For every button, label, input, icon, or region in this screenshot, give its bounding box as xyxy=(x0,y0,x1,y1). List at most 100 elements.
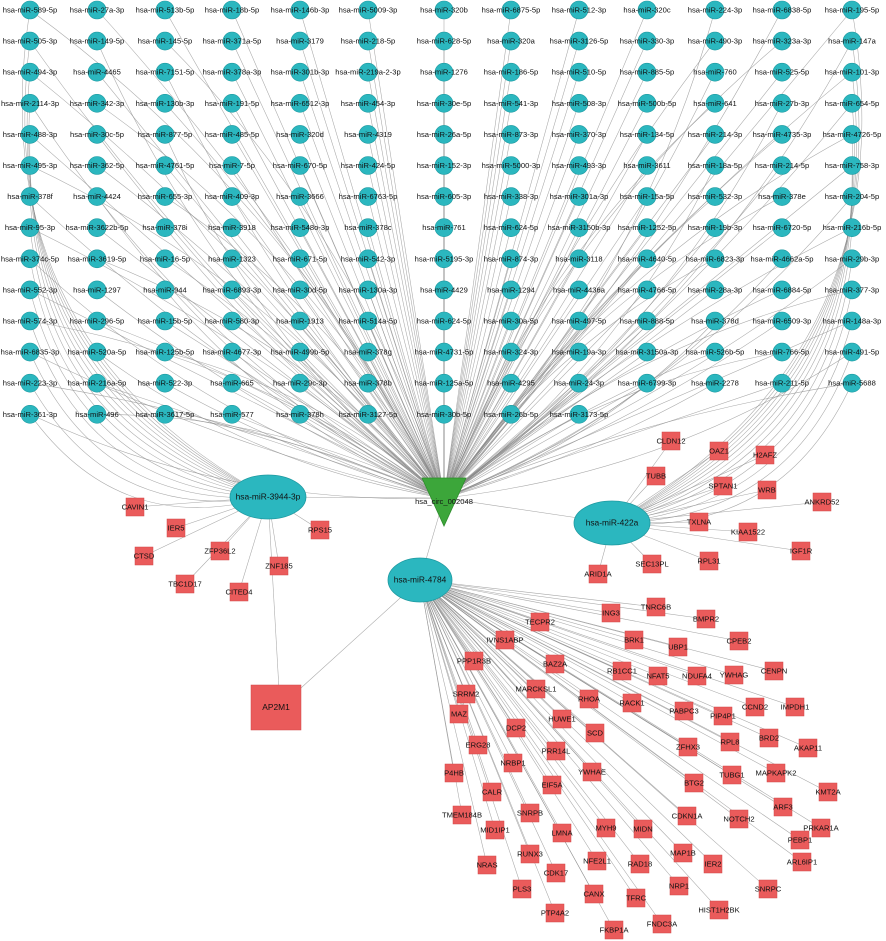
gene-node-brk1[interactable] xyxy=(624,630,644,650)
mirna-node-hsa-mir-513b-5p[interactable] xyxy=(155,0,175,20)
gene-node-akap11[interactable] xyxy=(798,738,818,758)
mirna-node-hsa-mir-548o-3p[interactable] xyxy=(290,218,310,237)
gene-node-notch2[interactable] xyxy=(729,809,749,829)
mirna-node-hsa-mir-6893-3p[interactable] xyxy=(222,280,242,300)
mirna-node-hsa-mir-3918[interactable] xyxy=(222,218,242,237)
mirna-node-hsa-mir-496[interactable] xyxy=(87,404,107,424)
mirna-node-hsa-mir-6875-5p[interactable] xyxy=(501,0,521,20)
gene-node-ivns1abp[interactable] xyxy=(495,630,515,650)
mirna-node-hsa-mir-152-3p[interactable] xyxy=(434,156,454,175)
mirna-node-hsa-mir-223-3p[interactable] xyxy=(20,373,40,393)
mirna-node-hsa-mir-525-5p[interactable] xyxy=(772,62,792,82)
gene-node-tmem184b[interactable] xyxy=(452,805,472,825)
gene-node-cpeb2[interactable] xyxy=(729,631,749,651)
mirna-node-hsa-mir-320c[interactable] xyxy=(637,0,657,20)
mirna-node-hsa-mir-6512-3p[interactable] xyxy=(290,94,310,113)
mirna-node-hsa-mir-3126-5p[interactable] xyxy=(569,31,589,51)
mirna-node-hsa-mir-378h[interactable] xyxy=(290,404,310,424)
mirna-node-hsa-mir-505-3p[interactable] xyxy=(20,31,40,51)
mirna-node-hsa-mir-125a-5p[interactable] xyxy=(434,373,454,393)
mirna-node-hsa-mir-6823-3p[interactable] xyxy=(705,249,725,269)
mirna-node-hsa-mir-526b-5p[interactable] xyxy=(705,342,725,362)
mirna-node-hsa-mir-378i[interactable] xyxy=(155,218,175,237)
mirna-node-hsa-mir-6763-5p[interactable] xyxy=(358,187,378,206)
gene-node-nras[interactable] xyxy=(477,855,497,875)
mirna-node-hsa-mir-324-3p[interactable] xyxy=(501,342,521,362)
mirna-node-hsa-mir-624-5p[interactable] xyxy=(434,311,454,331)
gene-node-rps15[interactable] xyxy=(310,520,330,540)
gene-node-tnrc6b[interactable] xyxy=(646,597,666,617)
mirna-node-hsa-mir-320d[interactable] xyxy=(290,125,310,144)
mirna-node-hsa-mir-4424[interactable] xyxy=(87,187,107,206)
gene-node-snrpc[interactable] xyxy=(758,879,778,899)
mirna-node-hsa-mir-5000-3p[interactable] xyxy=(501,156,521,175)
mirna-node-hsa-mir-130a-3p[interactable] xyxy=(358,280,378,300)
mirna-node-hsa-mir-378e[interactable] xyxy=(772,187,792,206)
gene-node-kiaa1522[interactable] xyxy=(738,522,758,542)
gene-node-zfp36l2[interactable] xyxy=(210,541,230,561)
mirna-node-hsa-mir-320a[interactable] xyxy=(501,31,521,51)
mirna-node-hsa-mir-485-5p[interactable] xyxy=(222,125,242,144)
mirna-node-hsa-mir-6835-3p[interactable] xyxy=(20,342,40,362)
mirna-node-hsa-mir-3617-5p[interactable] xyxy=(155,404,175,424)
gene-node-kmt2a[interactable] xyxy=(818,782,838,802)
mirna-node-hsa-mir-605-3p[interactable] xyxy=(434,187,454,206)
mirna-node-hsa-mir-1323[interactable] xyxy=(222,249,242,269)
gene-node-canx[interactable] xyxy=(584,884,604,904)
gene-node-arf3[interactable] xyxy=(773,797,793,817)
gene-node-pip4p1[interactable] xyxy=(713,706,733,726)
mirna-node-hsa-mir-6509-3p[interactable] xyxy=(772,311,792,331)
mirna-node-hsa-mir-3118[interactable] xyxy=(569,249,589,269)
mirna-node-hsa-mir-7-5p[interactable] xyxy=(222,156,242,175)
mirna-node-hsa-mir-29b-3p[interactable] xyxy=(842,249,862,269)
mirna-node-hsa-mir-4436a[interactable] xyxy=(569,280,589,300)
mirna-node-hsa-mir-5195-3p[interactable] xyxy=(434,249,454,269)
mirna-node-hsa-mir-1294[interactable] xyxy=(501,280,521,300)
mirna-node-hsa-mir-18b-5p[interactable] xyxy=(222,0,242,20)
mirna-node-hsa-mir-4735-3p[interactable] xyxy=(772,125,792,144)
mirna-node-hsa-mir-6720-5p[interactable] xyxy=(772,218,792,237)
mirna-node-hsa-mir-15a-5p[interactable] xyxy=(637,187,657,206)
mirna-node-hsa-mir-508-3p[interactable] xyxy=(569,94,589,113)
mirna-node-hsa-mir-1297[interactable] xyxy=(87,280,107,300)
gene-node-nfe2l1[interactable] xyxy=(587,851,607,871)
mirna-node-hsa-mir-761[interactable] xyxy=(434,218,454,237)
gene-node-lmna[interactable] xyxy=(552,823,572,843)
gene-node-cldn12[interactable] xyxy=(661,431,681,451)
gene-node-rack1[interactable] xyxy=(622,693,642,713)
gene-node-sec13pl[interactable] xyxy=(642,554,662,574)
mirna-node-hsa-mir-15b-5p[interactable] xyxy=(155,311,175,331)
mirna-node-hsa-mir-191-5p[interactable] xyxy=(222,94,242,113)
mirna-node-hsa-mir-641[interactable] xyxy=(705,94,725,113)
mirna-node-hsa-mir-296-5p[interactable] xyxy=(87,311,107,331)
mirna-node-hsa-mir-944[interactable] xyxy=(155,280,175,300)
mirna-node-hsa-mir-758-3p[interactable] xyxy=(842,156,862,175)
gene-node-cited4[interactable] xyxy=(229,582,249,602)
mirna-node-hsa-mir-218-5p[interactable] xyxy=(358,31,378,51)
gene-node-wrb[interactable] xyxy=(757,480,777,500)
mirna-node-hsa-mir-1913[interactable] xyxy=(290,311,310,331)
gene-node-cavin1[interactable] xyxy=(125,497,145,517)
mirna-node-hsa-mir-2278[interactable] xyxy=(705,373,725,393)
gene-node-bmpr2[interactable] xyxy=(696,609,716,629)
mirna-node-hsa-mir-522-3p[interactable] xyxy=(155,373,175,393)
mirna-node-hsa-mir-4731-5p[interactable] xyxy=(434,342,454,362)
mirna-node-hsa-mir-6799-3p[interactable] xyxy=(637,373,657,393)
mirna-node-hsa-mir-125b-5p[interactable] xyxy=(155,342,175,362)
mirna-node-hsa-mir-5688[interactable] xyxy=(842,373,862,393)
mirna-node-hsa-mir-873-3p[interactable] xyxy=(501,125,521,144)
mirna-node-hsa-mir-494-3p[interactable] xyxy=(20,62,40,82)
mirna-node-hsa-mir-499b-5p[interactable] xyxy=(290,342,310,362)
gene-node-znf185[interactable] xyxy=(269,556,289,576)
gene-node-nfat5[interactable] xyxy=(648,666,668,686)
mirna-node-hsa-mir-301b-3p[interactable] xyxy=(290,62,310,82)
gene-node-ap2m1[interactable] xyxy=(250,684,302,731)
gene-node-cdkn1a[interactable] xyxy=(677,806,697,826)
mirna-node-hsa-mir-378g[interactable] xyxy=(358,342,378,362)
mirna-node-hsa-mir-145-5p[interactable] xyxy=(155,31,175,51)
gene-node-tbc1d17[interactable] xyxy=(175,574,195,594)
mirna-node-hsa-mir-497-5p[interactable] xyxy=(569,311,589,331)
mirna-node-hsa-mir-214-5p[interactable] xyxy=(772,156,792,175)
gene-node-ywhag[interactable] xyxy=(724,665,744,685)
mirna-node-hsa-mir-374c-5p[interactable] xyxy=(20,249,40,269)
